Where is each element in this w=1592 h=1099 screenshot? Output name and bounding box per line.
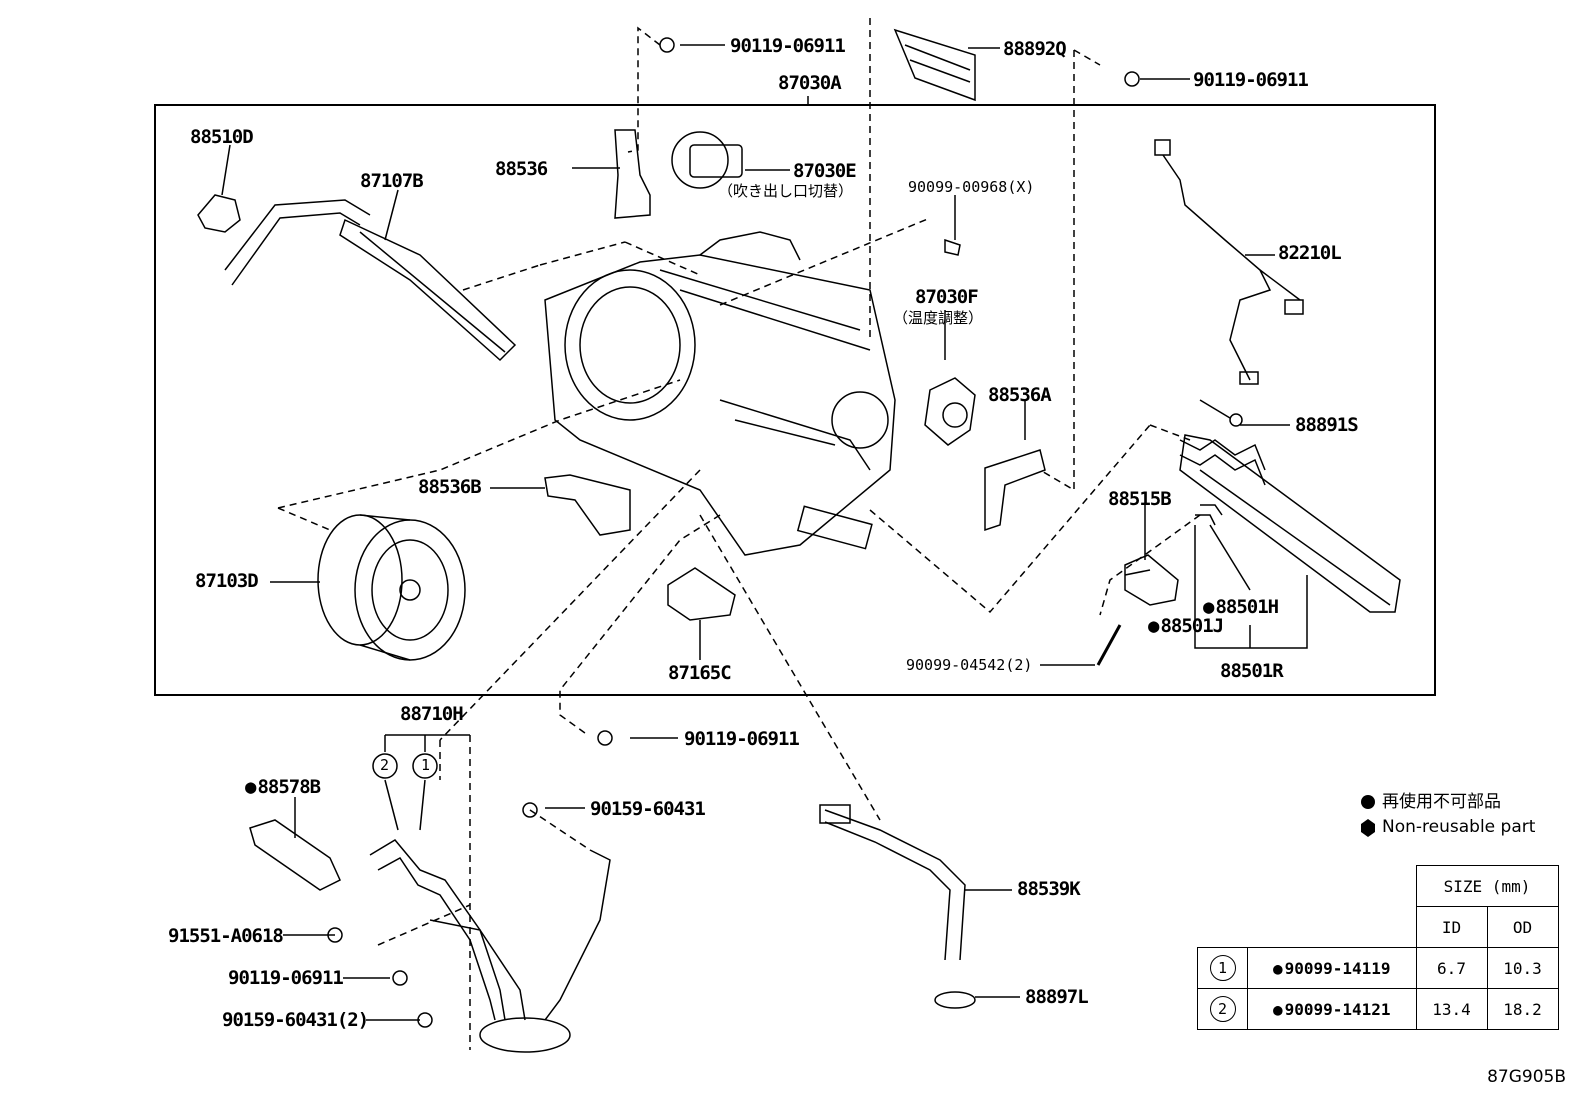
label-87165c: 87165C xyxy=(668,662,732,684)
row-part-number: 90099-14119 xyxy=(1247,947,1417,989)
actuator-87030f xyxy=(924,377,976,446)
label-90099-04542: 90099-04542(2) xyxy=(906,656,1033,674)
label-88710h: 88710H xyxy=(400,703,464,725)
callout-2-number: 2 xyxy=(380,756,390,774)
label-88892q: 88892Q xyxy=(1003,38,1067,60)
callout-circle-2 xyxy=(372,753,398,779)
legend-dot-jp xyxy=(1361,795,1375,809)
row-part-number: 90099-14121 xyxy=(1247,988,1417,1030)
table-row: 2 90099-14121 13.4 18.2 xyxy=(1197,988,1559,1030)
label-88536: 88536 xyxy=(495,158,548,180)
callout-circle-1 xyxy=(412,753,438,779)
water-pipe-88710h xyxy=(369,839,611,1053)
label-91551-a0618: 91551-A0618 xyxy=(168,925,284,947)
blower-resistor-87165c xyxy=(667,567,736,621)
heater-core-87107b xyxy=(224,199,517,362)
solid-leaders xyxy=(221,44,1308,1021)
label-90159-60431: 90159-60431 xyxy=(590,798,706,820)
label-88536b: 88536B xyxy=(418,476,482,498)
bracket-88536 xyxy=(614,129,651,219)
label-88539k: 88539K xyxy=(1017,878,1081,900)
bolt-90099-04542 xyxy=(1096,624,1122,666)
filter-88892q xyxy=(893,28,976,102)
legend-non-reusable-jp: 再使用不可部品 xyxy=(1382,792,1501,812)
blower-motor-87103d xyxy=(317,514,466,661)
label-88501j: 88501J xyxy=(1148,617,1224,636)
label-87030e-note: （吹き出し口切替） xyxy=(718,182,854,200)
label-88515b: 88515B xyxy=(1108,488,1172,510)
callout-1-number: 1 xyxy=(421,756,431,774)
label-90119-06911-top: 90119-06911 xyxy=(730,35,846,57)
label-90119-06911-mid: 90119-06911 xyxy=(684,728,800,750)
label-88510d: 88510D xyxy=(190,126,254,148)
label-87030f: 87030F xyxy=(915,286,979,308)
label-90099-00968: 90099-00968(X) xyxy=(908,178,1035,196)
label-82210l: 82210L xyxy=(1278,242,1342,264)
table-row: 1 90099-14119 6.7 10.3 xyxy=(1197,947,1559,989)
label-88501r: 88501R xyxy=(1220,660,1284,682)
hose-size-table: SIZE (mm) ID OD 1 90099-14119 6.7 10.3 2… xyxy=(1197,865,1559,1030)
seal-88578b xyxy=(249,819,341,891)
row-od: 18.2 xyxy=(1486,988,1559,1030)
bracket-88536a xyxy=(984,449,1046,532)
actuator-87030e xyxy=(671,131,743,189)
size-table-col-id: ID xyxy=(1415,906,1488,948)
label-88897l: 88897L xyxy=(1025,986,1089,1008)
label-88891s: 88891S xyxy=(1295,414,1359,436)
row-id: 13.4 xyxy=(1415,988,1488,1030)
size-table-header: SIZE (mm) xyxy=(1415,865,1559,907)
label-87030e: 87030E xyxy=(793,160,857,182)
label-88501h: 88501H xyxy=(1203,598,1279,617)
clip-88510d xyxy=(197,194,241,233)
label-87107b: 87107B xyxy=(360,170,424,192)
label-88578b: 88578B xyxy=(245,778,321,797)
expansion-valve-88515b xyxy=(1124,554,1179,606)
wire-harness-82210l xyxy=(1154,139,1304,385)
legend-hex-en xyxy=(1361,819,1375,837)
label-90119-06911-right: 90119-06911 xyxy=(1193,69,1309,91)
sensor-88891s xyxy=(1199,399,1243,427)
size-table-col-od: OD xyxy=(1486,906,1559,948)
heater-unit-body xyxy=(544,231,896,556)
evaporator-88501r xyxy=(1179,434,1401,613)
row-ref: 2 xyxy=(1209,996,1236,1022)
screws xyxy=(327,37,1140,1028)
row-id: 6.7 xyxy=(1415,947,1488,989)
label-88536a: 88536A xyxy=(988,384,1052,406)
screw-90099-00968 xyxy=(944,238,961,256)
label-87030f-note: （温度調整） xyxy=(893,309,984,327)
diagram-code: 87G905B xyxy=(1487,1067,1566,1087)
legend-non-reusable-en: Non-reusable part xyxy=(1382,817,1536,837)
dashed-leaders xyxy=(277,18,1201,1050)
o-rings-88501 xyxy=(1195,504,1223,526)
label-87030a: 87030A xyxy=(778,72,842,94)
drain-hose-88539k xyxy=(819,804,966,961)
row-od: 10.3 xyxy=(1486,947,1559,989)
label-90119-06911-bottom: 90119-06911 xyxy=(228,967,344,989)
bracket-88536b xyxy=(544,474,631,536)
label-87103d: 87103D xyxy=(195,570,259,592)
assembly-frame xyxy=(154,104,1436,696)
row-ref: 1 xyxy=(1209,955,1236,981)
grommet-88897l xyxy=(934,991,976,1009)
label-90159-60431-2: 90159-60431(2) xyxy=(222,1009,369,1031)
